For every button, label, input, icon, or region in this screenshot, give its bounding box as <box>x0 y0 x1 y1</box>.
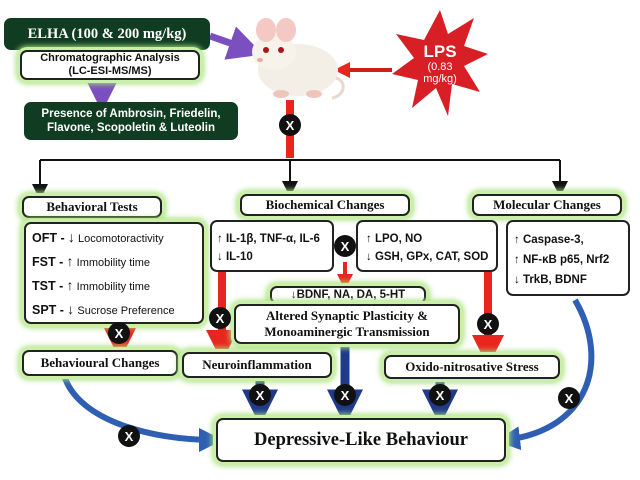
behavioral-tests-panel: OFT - ↓ Locomotoractivity FST - ↑ Immobi… <box>24 222 204 324</box>
oft-test: OFT - <box>32 231 65 245</box>
down-arrow-icon: ↓ <box>67 301 75 317</box>
elha-dose-box: ELHA (100 & 200 mg/kg) <box>4 18 210 50</box>
fst-test: FST - <box>32 255 64 269</box>
up-arrow-icon: ↑ <box>66 277 74 293</box>
lps-dose-line1: (0.83 <box>427 61 453 74</box>
oxidative-up: ↑ LPO, NO <box>366 233 423 245</box>
lps-starburst <box>392 10 488 116</box>
spt-result: Sucrose Preference <box>77 305 175 317</box>
oft-row: OFT - ↓ Locomotoractivity <box>32 230 175 254</box>
lcms-label: (LC-ESI-MS/MS) <box>68 65 152 77</box>
biochemical-changes-title: Biochemical Changes <box>265 197 385 212</box>
fst-result: Immobility time <box>76 257 150 269</box>
blue-curve-behavioural-to-final <box>62 376 223 452</box>
fst-row: FST - ↑ Immobility time <box>32 254 175 278</box>
x-circle-icon: X <box>249 384 271 406</box>
tst-row: TST - ↑ Immobility time <box>32 278 175 302</box>
lps-label-group: LPS (0.83 mg/kg) <box>410 32 470 96</box>
spt-test: SPT - <box>32 303 64 317</box>
molecular-trkb: ↓ TrkB, BDNF <box>514 274 587 287</box>
x-circle-icon: X <box>334 384 356 406</box>
neuroinflammation-box: Neuroinflammation <box>182 352 332 378</box>
depressive-like-behaviour-label: Depressive-Like Behaviour <box>254 429 468 450</box>
chromatographic-analysis-box: Chromatographic Analysis (LC-ESI-MS/MS) <box>20 50 200 80</box>
x-circle-icon: X <box>279 114 301 136</box>
compounds-line-1: Presence of Ambrosin, Friedelin, <box>41 107 221 120</box>
neuroinflammation-label: Neuroinflammation <box>202 357 312 372</box>
synaptic-plasticity-box: Altered Synaptic Plasticity & Monoaminer… <box>234 304 460 344</box>
x-circle-icon: X <box>429 384 451 406</box>
molecular-changes-title: Molecular Changes <box>493 197 601 212</box>
x-circle-icon: X <box>477 313 499 335</box>
synaptic-line-2: Monoaminergic Transmission <box>264 324 430 339</box>
behavioral-tests-title: Behavioral Tests <box>46 199 138 214</box>
monoamines-box: ↓BDNF, NA, DA, 5-HT <box>270 286 426 304</box>
molecular-changes-header: Molecular Changes <box>472 194 622 216</box>
mouse-image <box>252 18 345 100</box>
molecular-caspase: ↑ Caspase-3, <box>514 234 584 246</box>
oxido-nitrosative-stress-box: Oxido-nitrosative Stress <box>384 355 560 379</box>
compounds-line-2: Flavone, Scopoletin & Luteolin <box>46 122 216 134</box>
x-circle-icon: X <box>118 425 140 447</box>
x-circle-icon: X <box>108 322 130 344</box>
synaptic-line-1: Altered Synaptic Plasticity & <box>266 307 428 323</box>
behavioural-changes-label: Behavioural Changes <box>40 355 160 370</box>
biochemical-changes-header: Biochemical Changes <box>240 194 410 216</box>
tst-test: TST - <box>32 279 64 293</box>
x-circle-icon: X <box>558 387 580 409</box>
lps-title: LPS <box>423 41 457 61</box>
oxidative-markers-box: ↑ LPO, NO ↓ GSH, GPx, CAT, SOD <box>356 220 498 272</box>
tst-result: Immobility time <box>76 281 150 293</box>
molecular-markers-box: ↑ Caspase-3, ↑ NF-κB p65, Nrf2 ↓ TrkB, B… <box>506 220 630 296</box>
oft-result: Locomotoractivity <box>78 233 164 245</box>
blue-curve-molecular-to-final <box>496 298 595 451</box>
oxidative-down: ↓ GSH, GPx, CAT, SOD <box>366 251 489 264</box>
cytokines-up: ↑ IL-1β, TNF-α, IL-6 <box>217 233 320 245</box>
behavioral-tests-header: Behavioral Tests <box>22 196 162 218</box>
compounds-presence-box: Presence of Ambrosin, Friedelin, Flavone… <box>24 102 238 140</box>
oxido-nitrosative-label: Oxido-nitrosative Stress <box>405 359 539 374</box>
chromatographic-label: Chromatographic Analysis <box>40 52 180 65</box>
up-arrow-icon: ↑ <box>66 253 74 269</box>
cytokines-box: ↑ IL-1β, TNF-α, IL-6 ↓ IL-10 <box>210 220 334 272</box>
lps-dose-line2: mg/kg) <box>423 73 457 86</box>
molecular-nfkb: ↑ NF-κB p65, Nrf2 <box>514 254 610 267</box>
spt-row: SPT - ↓ Sucrose Preference <box>32 302 175 326</box>
x-circle-icon: X <box>209 307 231 329</box>
down-arrow-icon: ↓ <box>67 229 75 245</box>
monoamines-label: ↓BDNF, NA, DA, 5-HT <box>290 289 406 301</box>
x-circle-icon: X <box>334 235 356 257</box>
behavioural-changes-box: Behavioural Changes <box>22 350 178 376</box>
purple-arrow-elha-to-mouse <box>208 26 264 60</box>
elha-dose-label: ELHA (100 & 200 mg/kg) <box>27 25 187 42</box>
depressive-like-behaviour-box: Depressive-Like Behaviour <box>216 418 506 462</box>
cytokines-down: ↓ IL-10 <box>217 251 253 264</box>
